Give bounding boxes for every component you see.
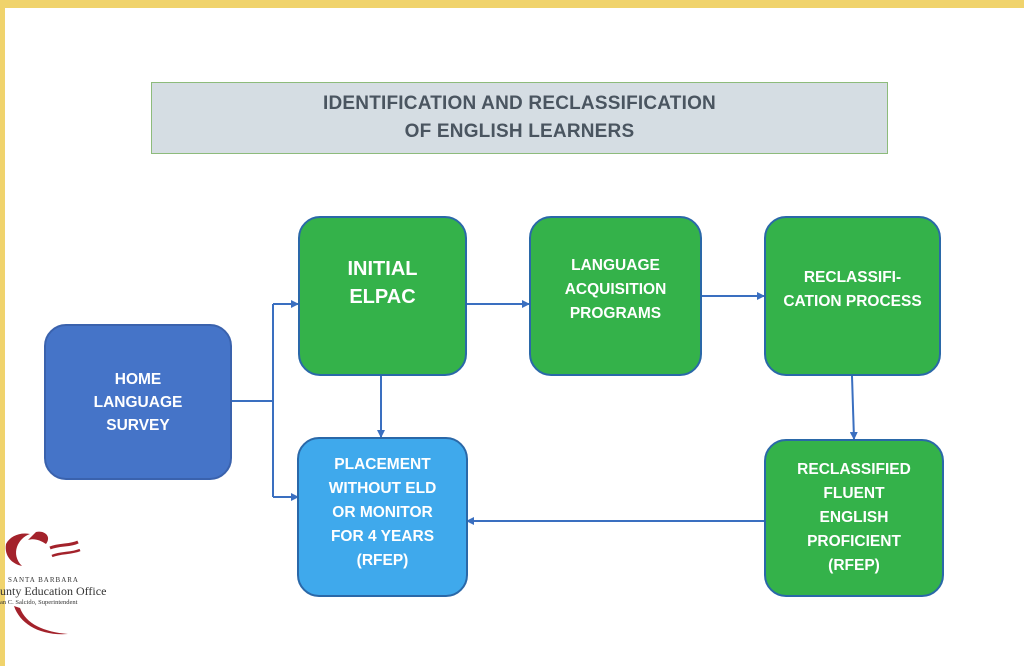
node-lap-line-1: LANGUAGE	[571, 257, 660, 274]
logo-text-line-3: an C. Salcido, Superintendent	[0, 599, 78, 606]
node-reclassification-process: RECLASSIFI- CATION PROCESS	[764, 216, 941, 376]
node-elpac-line-2: ELPAC	[349, 286, 416, 308]
node-placement-line-5: (RFEP)	[356, 552, 409, 569]
node-lap-line-3: PROGRAMS	[569, 305, 662, 322]
node-rfep-line-1: RECLASSIFIED	[797, 461, 911, 478]
node-reclass-line-1: RECLASSIFI-	[803, 269, 902, 286]
logo-swoosh-icon	[5, 531, 81, 635]
title-line-1: IDENTIFICATION AND RECLASSIFICATION	[323, 93, 716, 114]
node-placement-line-2: WITHOUT ELD	[328, 480, 437, 497]
diagram-title: IDENTIFICATION AND RECLASSIFICATION OF E…	[151, 82, 888, 154]
logo-text-line-1: SANTA BARBARA	[8, 576, 79, 584]
node-rfep-line-5: (RFEP)	[828, 557, 880, 574]
node-lap-line-2: ACQUISITION	[564, 281, 667, 298]
county-education-office-logo: SANTA BARBARA unty Education Office an C…	[0, 526, 120, 646]
node-placement-line-1: PLACEMENT	[334, 456, 431, 473]
node-language-acquisition-programs: LANGUAGE ACQUISITION PROGRAMS	[529, 216, 702, 376]
node-home-line-1: HOME	[114, 370, 162, 388]
node-reclass-line-2: CATION PROCESS	[783, 293, 922, 310]
node-home-line-2: LANGUAGE	[93, 393, 183, 411]
node-home-language-survey: HOME LANGUAGE SURVEY	[44, 324, 232, 480]
node-placement-line-3: OR MONITOR	[332, 504, 433, 521]
frame-top-border	[0, 0, 1024, 8]
title-line-2: OF ENGLISH LEARNERS	[404, 121, 635, 142]
node-placement-line-4: FOR 4 YEARS	[330, 528, 435, 545]
node-rfep-line-2: FLUENT	[823, 485, 885, 502]
node-reclassified-fluent-english-proficient: RECLASSIFIED FLUENT ENGLISH PROFICIENT (…	[764, 439, 944, 597]
node-home-line-3: SURVEY	[106, 416, 170, 434]
node-elpac-line-1: INITIAL	[347, 258, 418, 280]
node-placement-without-eld: PLACEMENT WITHOUT ELD OR MONITOR FOR 4 Y…	[297, 437, 468, 597]
logo-text-line-2: unty Education Office	[0, 584, 107, 598]
node-initial-elpac: INITIAL ELPAC	[298, 216, 467, 376]
node-rfep-line-4: PROFICIENT	[807, 533, 901, 550]
frame-left-border	[0, 0, 5, 666]
arrow-reclass-to-rfep	[849, 375, 858, 440]
node-rfep-line-3: ENGLISH	[819, 509, 889, 526]
